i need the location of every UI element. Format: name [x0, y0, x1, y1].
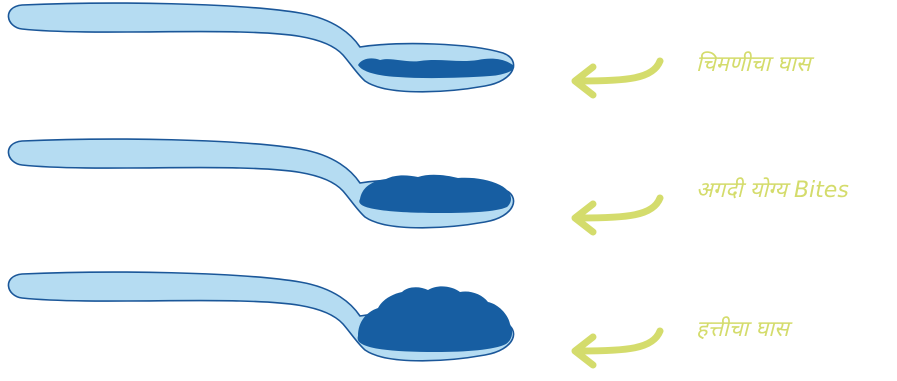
left-arrow-icon	[575, 61, 660, 95]
row-small-portion: चिमणीचा घास	[8, 3, 814, 95]
row-large-portion: हत्तीचा घास	[8, 272, 792, 365]
row-medium-portion: अगदी योग्य Bites	[8, 139, 848, 232]
spoon-icon	[8, 3, 513, 92]
row-label: अगदी योग्य Bites	[696, 177, 849, 203]
row-label: हत्तीचा घास	[696, 316, 793, 342]
food-mound-icon	[358, 58, 514, 78]
food-mound-icon	[358, 286, 512, 352]
left-arrow-icon	[575, 331, 660, 365]
left-arrow-icon	[575, 198, 660, 232]
food-mound-icon	[359, 175, 511, 213]
row-label: चिमणीचा घास	[696, 51, 815, 77]
